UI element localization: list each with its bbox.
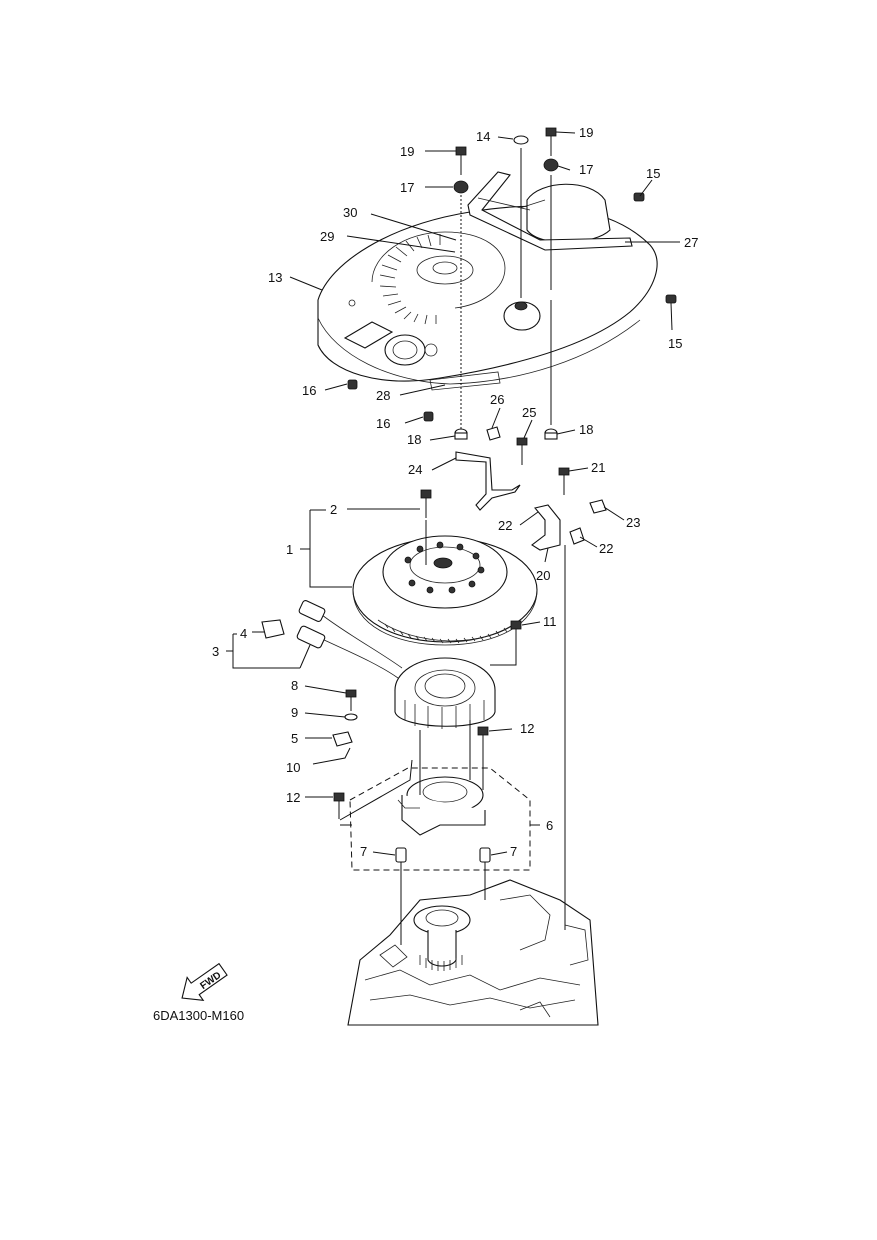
callout-21: 21 <box>591 460 605 475</box>
callout-10: 10 <box>286 760 300 775</box>
callout-2: 2 <box>330 502 337 517</box>
callout-7a: 7 <box>360 844 367 859</box>
callout-9: 9 <box>291 705 298 720</box>
base-assembly <box>349 767 531 871</box>
callout-26: 26 <box>490 392 504 407</box>
fasteners <box>332 127 677 863</box>
callout-4: 4 <box>240 626 247 641</box>
engine-block <box>347 879 599 1026</box>
flywheel-cover <box>317 171 658 391</box>
callout-29: 29 <box>320 229 334 244</box>
callout-1: 1 <box>286 542 293 557</box>
callout-18b: 18 <box>579 422 593 437</box>
callout-19a: 19 <box>400 144 414 159</box>
stator-assembly <box>261 600 496 729</box>
callout-16a: 16 <box>302 383 316 398</box>
callout-8: 8 <box>291 678 298 693</box>
callout-labels: 1 2 3 4 5 6 7 7 8 9 10 11 12 12 13 14 15… <box>212 125 698 859</box>
callout-28: 28 <box>376 388 390 403</box>
callout-22a: 22 <box>498 518 512 533</box>
callout-14: 14 <box>476 129 490 144</box>
callout-23: 23 <box>626 515 640 530</box>
callout-16b: 16 <box>376 416 390 431</box>
callout-24: 24 <box>408 462 422 477</box>
callout-13: 13 <box>268 270 282 285</box>
callout-11: 11 <box>543 614 557 629</box>
callout-15b: 15 <box>668 336 682 351</box>
fwd-arrow-icon: FWD <box>181 962 228 1002</box>
callout-7b: 7 <box>510 844 517 859</box>
callout-3: 3 <box>212 644 219 659</box>
flywheel-magneto <box>352 535 538 646</box>
callout-5: 5 <box>291 731 298 746</box>
callout-18a: 18 <box>407 432 421 447</box>
callout-27: 27 <box>684 235 698 250</box>
callout-20: 20 <box>536 568 550 583</box>
callout-19b: 19 <box>579 125 593 140</box>
bracket-parts <box>455 426 607 551</box>
callout-17a: 17 <box>400 180 414 195</box>
diagram-code: 6DA1300-M160 <box>153 1008 244 1023</box>
callout-6: 6 <box>546 818 553 833</box>
callout-12b: 12 <box>286 790 300 805</box>
centerlines <box>400 148 566 945</box>
callout-12a: 12 <box>520 721 534 736</box>
callout-22b: 22 <box>599 541 613 556</box>
callout-17b: 17 <box>579 162 593 177</box>
callout-30: 30 <box>343 205 357 220</box>
callout-25: 25 <box>522 405 536 420</box>
callout-15a: 15 <box>646 166 660 181</box>
leader-lines <box>226 131 680 856</box>
